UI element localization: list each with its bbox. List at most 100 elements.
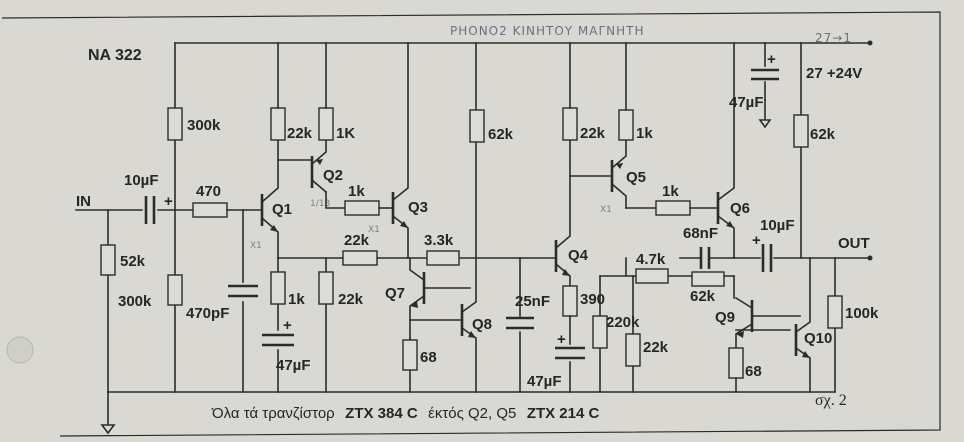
r-in-gnd: [100, 244, 116, 276]
ground-symbol-top: [758, 99, 772, 129]
pencil-mark-2: X1: [368, 225, 380, 235]
transistor-q4: [554, 139, 571, 287]
output-terminal: [867, 255, 873, 261]
r-q4e-label: 390: [580, 291, 605, 308]
q3-label: Q3: [408, 199, 428, 216]
r-q1q3: [344, 200, 380, 216]
pencil-mark-3: 1/13: [310, 199, 330, 209]
r-q1q3-label: 1k: [348, 183, 365, 200]
r-in: [192, 202, 228, 218]
q4-label: Q4: [568, 247, 589, 264]
r-fb1: [342, 250, 378, 266]
r-right-top: [793, 114, 809, 148]
supply-terminal: [867, 40, 873, 46]
handwritten-corner: 27→1: [815, 31, 852, 45]
r-q1c: [270, 107, 286, 141]
r-220-label: 220k: [606, 314, 640, 331]
c-470p-label: 470pF: [186, 305, 229, 322]
r-bias-bot-label: 300k: [118, 293, 152, 310]
r-top-mid: [469, 109, 485, 143]
frame-border: [1, 11, 941, 437]
r-q8-label: 68: [420, 349, 437, 366]
c-out-label: 10µF: [760, 217, 795, 234]
r-fb3-label: 62k: [690, 288, 716, 305]
c-47b-label: 47µF: [527, 373, 562, 390]
r-q4b: [625, 333, 641, 367]
q6-label: Q6: [730, 200, 750, 217]
r-q3e: [426, 250, 460, 266]
r-q4b-label: 22k: [643, 339, 669, 356]
footnote-part1: ZTX 384 C: [345, 405, 418, 422]
transistor-q5: [610, 139, 627, 209]
r-q1e-label: 1k: [288, 291, 305, 308]
r-220: [592, 315, 608, 349]
r-q3e-label: 3.3k: [424, 232, 454, 249]
r-q1e: [270, 271, 286, 305]
r-top-mid-label: 62k: [488, 126, 514, 143]
punch-hole: [6, 336, 34, 364]
transistor-q6: [716, 42, 735, 259]
r-q9-label: 68: [745, 363, 762, 380]
footnote-prefix: Όλα τά τρανζίστορ: [211, 405, 335, 422]
r-q5q6-label: 1k: [662, 183, 679, 200]
input-label: IN: [76, 193, 91, 210]
q7-q8-wire: [409, 287, 471, 321]
r-q1c-label: 22k: [287, 125, 313, 142]
r-q5e: [618, 109, 634, 141]
r-bias-top: [167, 107, 183, 141]
q9-label: Q9: [715, 309, 735, 326]
r-q7: [318, 271, 334, 305]
c-47a-plus: +: [283, 317, 292, 334]
handwritten-title: PHONO2 ΚΙΝΗΤΟΥ ΜΑΓΝΗΤΗ: [450, 24, 645, 38]
q2-label: Q2: [323, 167, 343, 184]
q7-label: Q7: [385, 285, 405, 302]
figure-label: σχ. 2: [815, 392, 847, 409]
r-q2e-label: 1K: [336, 125, 355, 142]
r-q8: [402, 339, 418, 371]
r-right-top-label: 62k: [810, 126, 836, 143]
output-label: OUT: [838, 235, 870, 252]
pencil-mark-4: X1: [600, 205, 612, 215]
q2-to-r1k-wire: [325, 191, 346, 209]
model-label: NA 322: [88, 47, 142, 64]
q1-label: Q1: [272, 201, 292, 218]
r-in-label: 470: [196, 183, 221, 200]
r-q5q6: [655, 200, 691, 216]
transistor-q1: [260, 139, 279, 259]
r-fb2: [635, 268, 669, 284]
c-out-plus: +: [752, 232, 761, 249]
r-fb3: [691, 271, 725, 287]
pencil-mark-1: X1: [250, 241, 262, 251]
fb2-wire: [599, 257, 735, 277]
transistor-q2: [310, 139, 328, 194]
ground-symbol-left: [100, 391, 116, 435]
c-68n-label: 68nF: [683, 225, 718, 242]
r-q2e: [318, 107, 334, 141]
c-47top-plus: +: [767, 51, 776, 68]
supply-label: 27 +24V: [806, 65, 862, 82]
footnote-part2: ZTX 214 C: [527, 405, 600, 422]
r-fb1-label: 22k: [344, 232, 370, 249]
footnote: Όλα τά τρανζίστορ ZTX 384 C έκτός Q2, Q5…: [211, 405, 600, 422]
q10-label: Q10: [804, 330, 832, 347]
transistor-q3: [391, 42, 409, 259]
c-47a-label: 47µF: [276, 357, 311, 374]
q9-q10-wire: [735, 315, 801, 331]
q8-label: Q8: [472, 316, 492, 333]
r-q4e: [562, 285, 578, 317]
r-q4c-label: 22k: [580, 125, 606, 142]
r-bias-top-label: 300k: [187, 117, 221, 134]
c-47top-label: 47µF: [729, 94, 764, 111]
r-out: [827, 295, 843, 329]
q5-label: Q5: [626, 169, 646, 186]
r-fb2-label: 4.7k: [636, 251, 666, 268]
r-in-gnd-label: 52k: [120, 253, 146, 270]
c-in-plus: +: [164, 193, 173, 210]
transistor-q10: [794, 257, 811, 393]
r-q7-label: 22k: [338, 291, 364, 308]
r-q9: [728, 347, 744, 379]
r-q4c: [562, 107, 578, 141]
